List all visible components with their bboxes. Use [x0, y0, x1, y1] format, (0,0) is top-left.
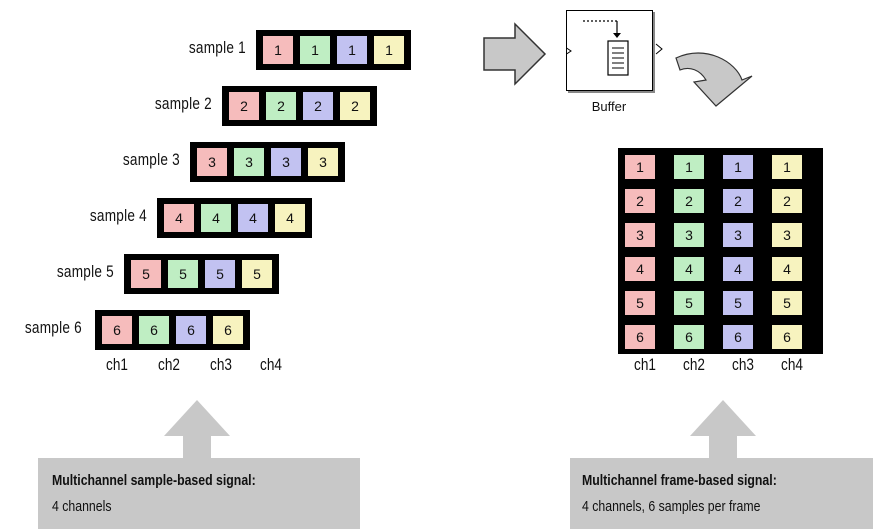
sample-cell: 2	[340, 92, 370, 120]
frame-cell: 5	[772, 291, 802, 315]
sample-label: sample 1	[188, 38, 246, 57]
channel-label: ch3	[210, 355, 232, 374]
frame-cell: 5	[674, 291, 704, 315]
frame-cell: 6	[723, 325, 753, 349]
channel-label: ch1	[634, 355, 656, 374]
frame-cell: 4	[723, 257, 753, 281]
sample-cell: 6	[176, 316, 206, 344]
sample-cell: 5	[131, 260, 161, 288]
left-caption: Multichannel sample-based signal: 4 chan…	[38, 458, 360, 529]
sample-cell: 1	[300, 36, 330, 64]
right-caption-title: Multichannel frame-based signal:	[582, 472, 777, 489]
frame-cell: 2	[625, 189, 655, 213]
sample-cell: 4	[275, 204, 305, 232]
sample-row: 3 3 3 3	[190, 142, 345, 182]
sample-cell: 4	[201, 204, 231, 232]
sample-cell: 2	[303, 92, 333, 120]
sample-cell: 3	[271, 148, 301, 176]
frame-matrix: 1 1 1 1 2 2 2 2 3 3 3 3 4 4 4 4 5 5 5 5 …	[618, 148, 823, 354]
frame-cell: 5	[625, 291, 655, 315]
frame-grid: 1 1 1 1 2 2 2 2 3 3 3 3 4 4 4 4 5 5 5 5 …	[625, 155, 816, 349]
frame-cell: 4	[625, 257, 655, 281]
sample-cell: 2	[229, 92, 259, 120]
frame-cell: 1	[772, 155, 802, 179]
sample-cell: 1	[337, 36, 367, 64]
frame-cell: 1	[674, 155, 704, 179]
sample-label: sample 6	[24, 318, 82, 337]
channel-label: ch2	[683, 355, 705, 374]
channel-label: ch3	[732, 355, 754, 374]
frame-cell: 1	[625, 155, 655, 179]
sample-cell: 2	[266, 92, 296, 120]
sample-cell: 3	[234, 148, 264, 176]
sample-cell: 6	[139, 316, 169, 344]
output-port-icon	[655, 43, 663, 55]
sample-row: 4 4 4 4	[157, 198, 312, 238]
frame-cell: 2	[674, 189, 704, 213]
frame-cell: 4	[772, 257, 802, 281]
frame-cell: 1	[723, 155, 753, 179]
frame-cell: 6	[625, 325, 655, 349]
sample-label: sample 2	[154, 94, 212, 113]
frame-cell: 3	[625, 223, 655, 247]
sample-row: 5 5 5 5	[124, 254, 279, 294]
sample-label: sample 3	[122, 150, 180, 169]
channel-label: ch2	[158, 355, 180, 374]
sample-row: 6 6 6 6	[95, 310, 250, 350]
sample-cell: 4	[238, 204, 268, 232]
frame-cell: 3	[723, 223, 753, 247]
sample-row: 1 1 1 1	[256, 30, 411, 70]
arrow-curve-down-icon	[675, 52, 753, 107]
sample-cell: 5	[205, 260, 235, 288]
sample-row: 2 2 2 2	[222, 86, 377, 126]
arrow-up-icon	[690, 400, 756, 458]
frame-cell: 6	[674, 325, 704, 349]
frame-cell: 2	[772, 189, 802, 213]
frame-cell: 4	[674, 257, 704, 281]
sample-cell: 6	[213, 316, 243, 344]
sample-cell: 3	[197, 148, 227, 176]
channel-label: ch4	[260, 355, 282, 374]
frame-cell: 6	[772, 325, 802, 349]
buffer-icon	[564, 20, 629, 76]
right-caption-subtitle: 4 channels, 6 samples per frame	[582, 498, 761, 515]
buffer-label: Buffer	[591, 99, 627, 114]
sample-cell: 3	[308, 148, 338, 176]
sample-cell: 1	[374, 36, 404, 64]
sample-cell: 4	[164, 204, 194, 232]
arrow-right-icon	[483, 22, 547, 86]
buffer-block[interactable]	[564, 10, 653, 91]
left-caption-title: Multichannel sample-based signal:	[52, 472, 256, 489]
sample-label: sample 5	[56, 262, 114, 281]
sample-cell: 1	[263, 36, 293, 64]
channel-label: ch4	[781, 355, 803, 374]
arrow-up-icon	[164, 400, 230, 458]
right-caption: Multichannel frame-based signal: 4 chann…	[570, 458, 873, 529]
left-caption-subtitle: 4 channels	[52, 498, 112, 515]
frame-cell: 5	[723, 291, 753, 315]
channel-label: ch1	[106, 355, 128, 374]
frame-cell: 3	[772, 223, 802, 247]
frame-cell: 3	[674, 223, 704, 247]
sample-cell: 6	[102, 316, 132, 344]
frame-cell: 2	[723, 189, 753, 213]
sample-cell: 5	[242, 260, 272, 288]
sample-label: sample 4	[89, 206, 147, 225]
sample-cell: 5	[168, 260, 198, 288]
